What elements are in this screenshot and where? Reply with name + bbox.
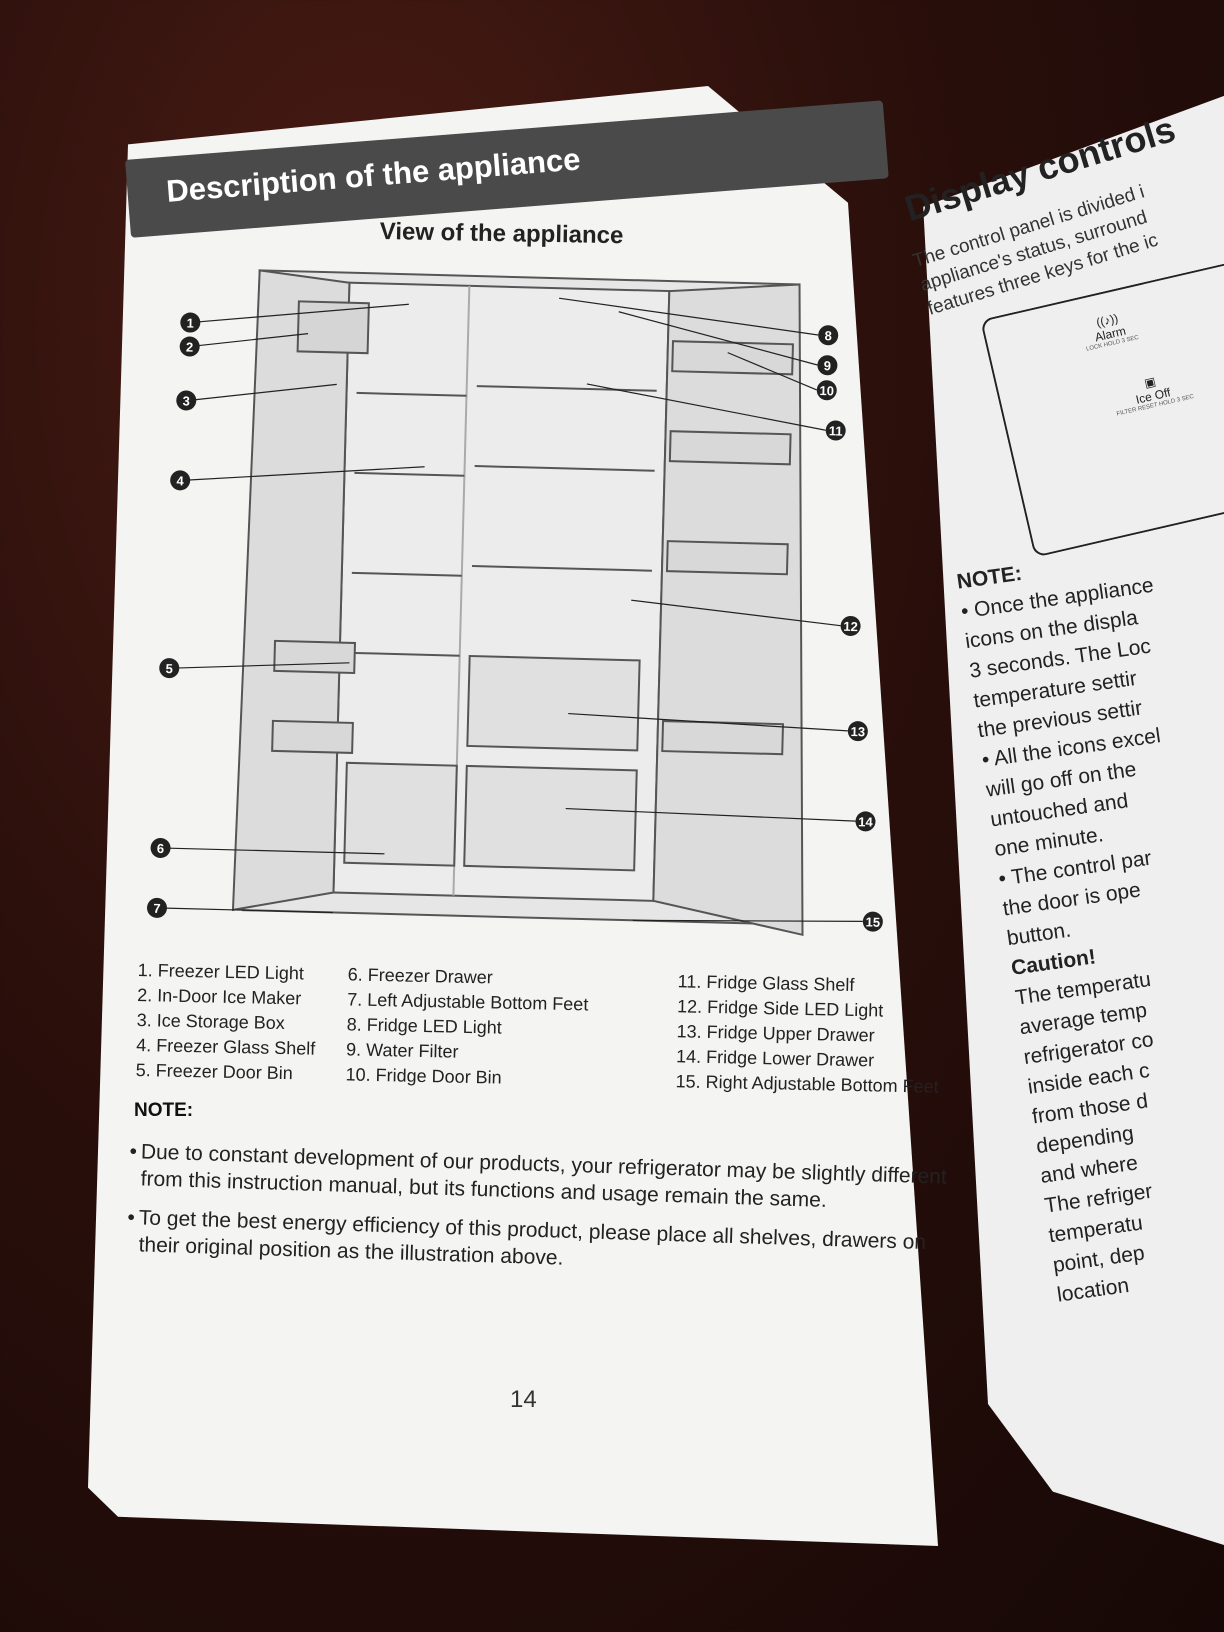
fridge-illustration bbox=[160, 269, 863, 937]
page-number: 14 bbox=[510, 1386, 537, 1413]
page-subtitle: View of the appliance bbox=[379, 218, 624, 250]
part-item: 11. Fridge Glass Shelf bbox=[677, 971, 855, 996]
part-item: 8. Fridge LED Light bbox=[346, 1014, 502, 1038]
part-item: 14. Fridge Lower Drawer bbox=[675, 1046, 875, 1071]
part-item: 5. Freezer Door Bin bbox=[135, 1059, 293, 1084]
part-item: 1. Freezer LED Light bbox=[137, 960, 305, 984]
ice-off-key: ▣ Ice Off FILTER RESET HOLD 3 SEC bbox=[1110, 367, 1194, 417]
part-item: 12. Fridge Side LED Light bbox=[676, 996, 884, 1021]
part-item: 13. Fridge Upper Drawer bbox=[676, 1021, 875, 1046]
part-item: 2. In-Door Ice Maker bbox=[137, 984, 302, 1009]
part-item: 4. Freezer Glass Shelf bbox=[136, 1034, 316, 1059]
fridge-diagram: 1 2 3 4 5 6 7 8 9 10 11 12 13 14 15 bbox=[146, 258, 920, 957]
part-item: 7. Left Adjustable Bottom Feet bbox=[347, 989, 589, 1015]
note-label: NOTE: bbox=[134, 1100, 194, 1121]
note-item: •To get the best energy efficiency of th… bbox=[127, 1205, 927, 1270]
parts-list: 1. Freezer LED Light 6. Freezer Drawer 1… bbox=[135, 960, 957, 1098]
note-list: •Due to constant development of our prod… bbox=[126, 1138, 950, 1296]
part-item: 9. Water Filter bbox=[345, 1039, 459, 1062]
part-item: 3. Ice Storage Box bbox=[136, 1009, 286, 1034]
alarm-key: ((♪)) Alarm LOCK HOLD 3 SEC bbox=[1079, 308, 1140, 353]
